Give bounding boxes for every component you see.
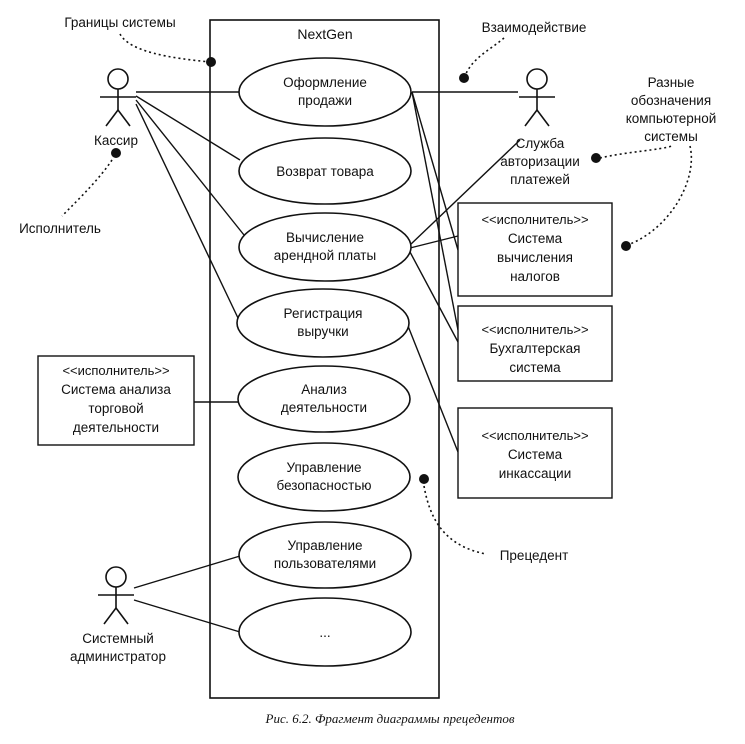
use-case-process-sale-line-2: продажи (298, 93, 352, 108)
assoc-rent-service (409, 139, 521, 246)
annotation-actor-dot (111, 148, 121, 158)
annotation-interaction-dot (459, 73, 469, 83)
external-system-tax-line-3: налогов (510, 269, 560, 284)
assoc-admin-users (133, 555, 241, 589)
use-case-manage-users: Управление пользователями (238, 521, 412, 589)
annotation-use-case-dot (419, 474, 429, 484)
use-case-analyze-activity: Анализ деятельности (237, 365, 411, 433)
use-case-return-goods: Возврат товара (238, 137, 412, 205)
use-case-register-revenue: Регистрация выручки (236, 288, 410, 358)
use-case-return-goods-label: Возврат товара (276, 164, 374, 179)
system-name: NextGen (297, 26, 352, 42)
annotation-computer-system-line-3: компьютерной (626, 111, 717, 126)
actor-sysadmin-line-1: Системный (82, 631, 154, 646)
use-case-register-revenue-line-2: выручки (297, 324, 348, 339)
actor-sysadmin-line-2: администратор (70, 649, 166, 664)
annotation-computer-system-dot-2 (621, 241, 631, 251)
external-system-accounting-stereotype: <<исполнитель>> (481, 322, 588, 337)
external-system-collection: <<исполнитель>> Система инкассации (457, 407, 613, 499)
use-case-more: ... (238, 597, 412, 667)
actor-cashier: Кассир (94, 68, 138, 148)
figure-caption: Рис. 6.2. Фрагмент диаграммы прецедентов (265, 711, 515, 726)
assoc-cashier-revenue (135, 103, 239, 319)
annotation-system-boundary-label: Границы системы (64, 15, 175, 30)
annotation-interaction-label: Взаимодействие (482, 20, 587, 35)
use-case-analyze-activity-line-2: деятельности (281, 400, 367, 415)
assoc-cashier-rent (135, 99, 249, 241)
use-case-more-label: ... (319, 625, 330, 640)
annotation-actor-label: Исполнитель (19, 221, 101, 236)
external-system-trade-analysis-line-1: Система анализа (61, 382, 171, 397)
actor-payment-service-line-1: Служба (516, 136, 565, 151)
actor-payment-service: Служба авторизации платежей (500, 68, 580, 187)
actor-payment-service-line-3: платежей (510, 172, 570, 187)
annotation-computer-system-dot-1 (591, 153, 601, 163)
use-case-calc-rent-line-1: Вычисление (286, 230, 364, 245)
use-case-manage-users-line-2: пользователями (274, 556, 376, 571)
use-case-manage-security: Управление безопасностью (237, 442, 411, 512)
actor-cashier-label: Кассир (94, 133, 138, 148)
annotation-use-case: Прецедент (419, 474, 568, 563)
associations (133, 91, 521, 633)
assoc-cashier-return (135, 95, 241, 161)
use-case-calc-rent-line-2: арендной платы (274, 248, 376, 263)
external-system-collection-line-2: инкассации (499, 466, 572, 481)
annotation-system-boundary: Границы системы (64, 15, 216, 67)
use-case-manage-users-line-1: Управление (287, 538, 362, 553)
system-boundary (209, 19, 440, 699)
annotation-computer-system: Разные обозначения компьютерной системы (591, 75, 716, 251)
annotation-computer-system-line-4: системы (644, 129, 698, 144)
external-system-accounting-line-2: система (509, 360, 561, 375)
use-case-calc-rent: Вычисление арендной платы (238, 212, 412, 282)
assoc-sale-accounting (411, 91, 459, 331)
use-case-process-sale-line-1: Оформление (283, 75, 367, 90)
external-system-accounting-line-1: Бухгалтерская (490, 341, 581, 356)
annotation-use-case-label: Прецедент (500, 548, 569, 563)
annotation-computer-system-line-1: Разные (648, 75, 695, 90)
annotation-actor: Исполнитель (19, 148, 121, 236)
external-system-collection-stereotype: <<исполнитель>> (481, 428, 588, 443)
assoc-revenue-collection (407, 325, 459, 453)
annotation-system-boundary-dot (206, 57, 216, 67)
actor-payment-service-line-2: авторизации (500, 154, 579, 169)
assoc-rent-tax (409, 235, 459, 249)
external-system-trade-analysis-stereotype: <<исполнитель>> (62, 363, 169, 378)
stick-figure-icon (100, 68, 136, 127)
external-system-trade-analysis-line-2: торговой (88, 401, 143, 416)
assoc-rent-accounting (409, 251, 459, 343)
stick-figure-icon (98, 566, 134, 625)
external-system-trade-analysis: <<исполнитель>> Система анализа торговой… (37, 355, 195, 446)
external-system-tax-line-1: Система (508, 231, 563, 246)
external-system-tax-stereotype: <<исполнитель>> (481, 212, 588, 227)
use-case-process-sale: Оформление продажи (238, 57, 412, 127)
assoc-sale-tax (411, 91, 459, 251)
use-case-register-revenue-line-1: Регистрация (284, 306, 363, 321)
stick-figure-icon (519, 68, 555, 127)
external-system-collection-line-1: Система (508, 447, 563, 462)
use-case-manage-security-line-1: Управление (286, 460, 361, 475)
actor-sysadmin: Системный администратор (70, 566, 166, 664)
annotation-computer-system-line-2: обозначения (631, 93, 711, 108)
assoc-admin-more (133, 599, 241, 633)
external-system-trade-analysis-line-3: деятельности (73, 420, 159, 435)
use-case-analyze-activity-line-1: Анализ (301, 382, 347, 397)
use-case-manage-security-line-2: безопасностью (277, 478, 372, 493)
annotation-interaction: Взаимодействие (459, 20, 586, 83)
external-system-accounting: <<исполнитель>> Бухгалтерская система (457, 305, 613, 382)
external-system-tax-line-2: вычисления (497, 250, 573, 265)
external-system-tax: <<исполнитель>> Система вычисления налог… (457, 202, 613, 297)
